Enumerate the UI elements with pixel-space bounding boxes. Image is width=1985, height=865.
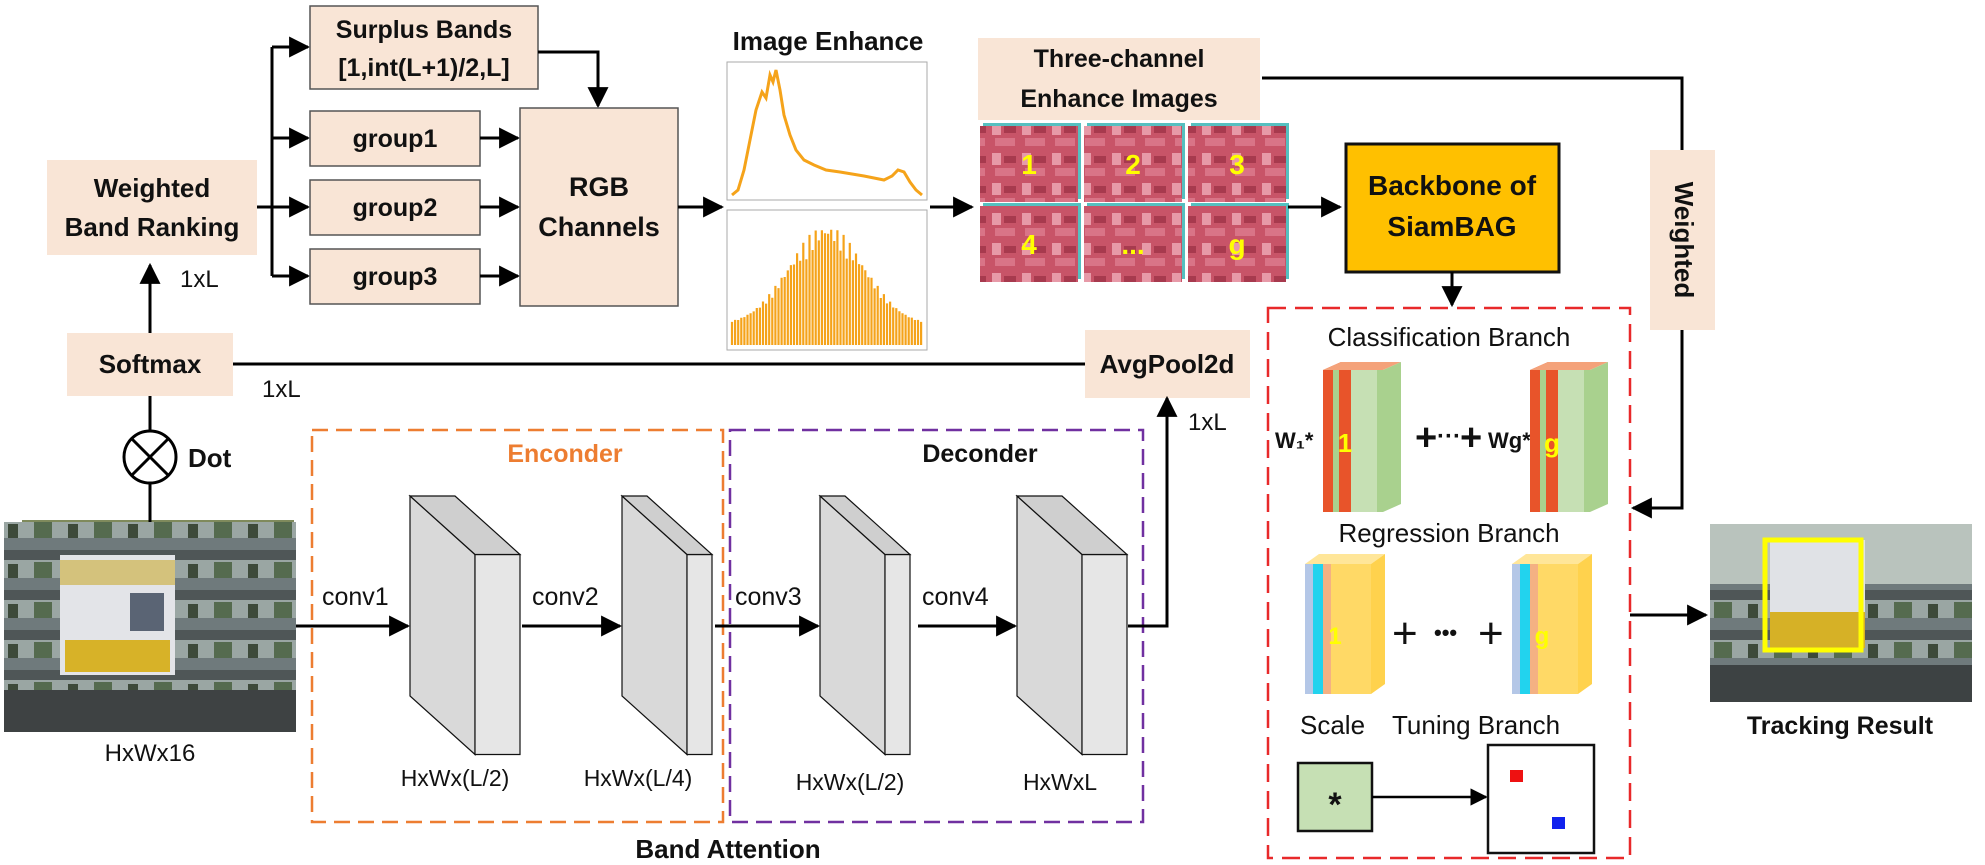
scale-title-a: Scale [1300,710,1365,740]
scale-kernel-box [1296,761,1374,833]
enhanced-tile-label: 2 [1125,149,1141,180]
backbone-line1: Backbone of [1368,170,1537,201]
ranking-label-line1: Weighted [94,173,211,203]
classification-map-g: g [1530,362,1608,512]
softmax-box [67,333,233,396]
enhanced-tile-label: 3 [1229,149,1245,180]
encoder-title: Enconder [507,440,623,468]
svg-text:1: 1 [1328,623,1341,650]
rgb-label-line1: RGB [569,172,629,202]
group2-box [309,179,481,236]
weighted-band-ranking-box [47,160,257,255]
tracking-result-label: Tracking Result [1747,712,1934,740]
svg-text:g: g [1535,623,1550,650]
surplus-bands-box [309,5,539,90]
three-channel-title-box [978,38,1260,120]
tracking-bounding-box [1762,537,1864,653]
svg-text:1: 1 [1338,428,1352,458]
enhanced-tile [980,206,1078,282]
scale-red-peak [1510,770,1523,782]
group3-label: group3 [353,263,438,291]
conv3-label: conv3 [735,583,802,611]
enhance-histogram-equalized [726,209,928,351]
backbone-box [1344,142,1561,274]
softmax-label: Softmax [99,349,202,379]
regression-plus-2: + [1478,609,1504,658]
scale-response-box [1486,743,1596,855]
regression-dots: ••• [1434,620,1457,645]
rgb-channels-box [519,107,679,307]
regression-map-1: 1 [1305,554,1385,694]
group2-label: group2 [353,194,438,222]
three-channel-line2: Enhance Images [1020,85,1217,113]
input-dims-label: HxWx16 [105,740,196,767]
softmax-out-size: 1xL [180,266,219,293]
regression-branch-title: Regression Branch [1338,518,1559,548]
dot-label: Dot [188,443,232,473]
classification-dots: ··· [1437,423,1461,450]
classification-map-1: 1 [1323,362,1401,512]
decoder-title: Deconder [922,440,1038,468]
conv2-label: conv2 [532,583,599,611]
enhance-histogram-original [726,61,928,201]
heads-region [1266,306,1632,860]
svg-text:g: g [1544,428,1560,458]
enhanced-tile-label: 1 [1021,149,1037,180]
classification-wg: Wg* [1488,428,1531,453]
tracking-result-image [1710,524,1972,702]
surplus-bands-line1: Surplus Bands [336,16,512,44]
group3-box [309,248,481,305]
three-channel-line1: Three-channel [1034,45,1205,73]
surplus-bands-line2: [1,int(L+1)/2,L] [338,54,510,82]
group1-box [309,110,481,167]
softmax-in-size: 1xL [262,376,301,403]
enhanced-tile-label: 4 [1021,229,1037,260]
encoder-feature-block-1 [408,494,522,756]
decoder-dim-2: HxWxL [1023,769,1097,795]
classification-plus-2: + [1460,417,1482,459]
enhanced-tile [1084,126,1182,202]
avgpool-box [1085,330,1250,398]
avgpool-size: 1xL [1188,409,1227,436]
enhanced-tile [1188,206,1286,282]
weighted-box [1650,150,1715,330]
backbone-line2: SiamBAG [1387,211,1516,242]
enhanced-tile [1188,126,1286,202]
encoder-feature-block-2 [620,494,714,756]
input-hyperspectral-cube [4,520,296,732]
encoder-dim-1: HxWx(L/2) [401,765,510,791]
classification-plus: + [1415,417,1437,459]
classification-branch-title: Classification Branch [1328,322,1571,352]
enhanced-tile [1084,206,1182,282]
classification-w1: W₁* [1275,428,1314,453]
enhanced-image-grid: 1 2 3 4... g [980,123,1289,282]
conv4-label: conv4 [922,583,989,611]
rgb-label-line2: Channels [538,212,660,242]
dot-product-operator [122,429,178,485]
enhanced-tile-label: g [1228,229,1245,260]
weighted-label: Weighted [1669,182,1699,299]
scale-blue-peak [1552,817,1565,829]
scale-title-b: Tuning Branch [1392,710,1560,740]
scale-conv-symbol: * [1328,786,1342,824]
decoder-dim-1: HxWx(L/2) [796,769,905,795]
band-attention-label: Band Attention [635,834,820,864]
decoder-feature-block-2 [1015,494,1129,756]
regression-map-g: g [1512,554,1592,694]
enhanced-tile [980,126,1078,202]
encoder-dim-2: HxWx(L/4) [584,765,693,791]
conv1-label: conv1 [322,583,389,611]
avgpool-label: AvgPool2d [1100,349,1235,379]
regression-plus: + [1392,609,1418,658]
image-enhance-title: Image Enhance [733,26,924,56]
decoder-feature-block-1 [818,494,912,756]
group1-label: group1 [353,125,438,153]
ranking-label-line2: Band Ranking [65,212,240,242]
enhanced-tile-label: ... [1121,229,1144,260]
